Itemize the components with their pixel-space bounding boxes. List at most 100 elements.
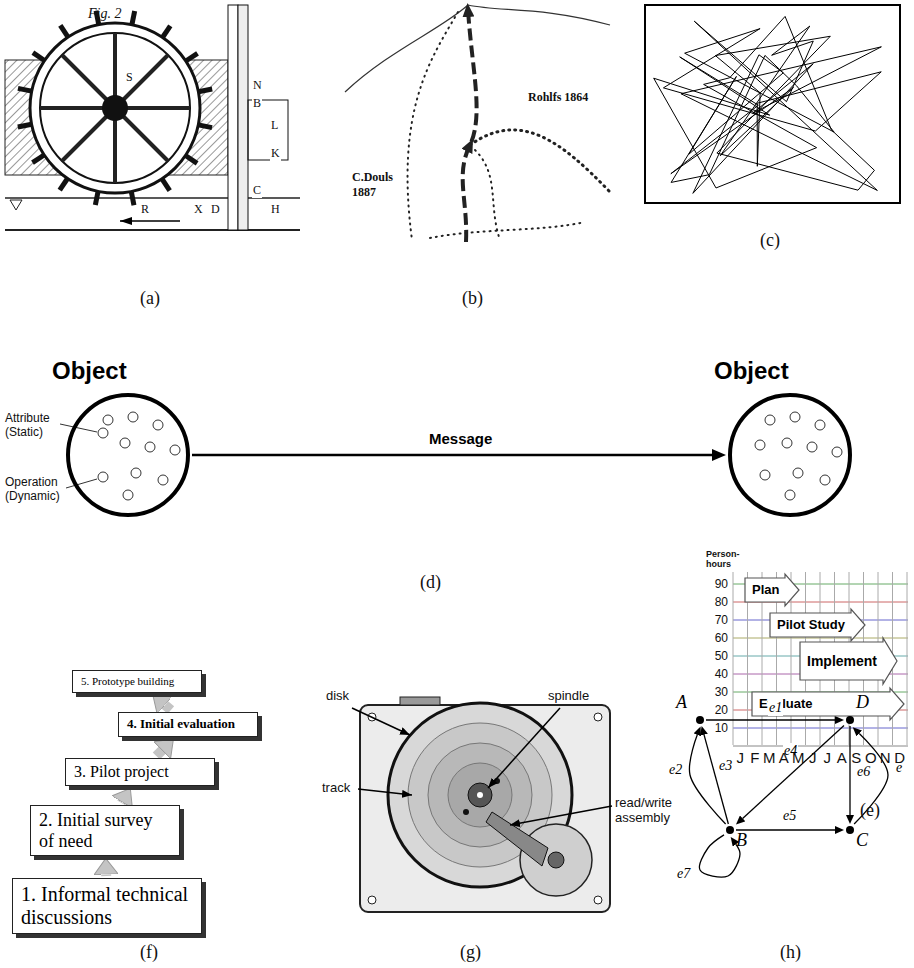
grid-line bbox=[878, 572, 879, 745]
month-label: D bbox=[893, 749, 908, 766]
part-label: track bbox=[322, 780, 350, 795]
node-text: 1. Informal technical discussions bbox=[21, 883, 193, 929]
stage-box: 2. Initial survey of need bbox=[30, 805, 180, 856]
edge-label: e4 bbox=[783, 743, 798, 759]
grid-line bbox=[820, 572, 821, 745]
axis-value: 80 bbox=[706, 595, 728, 609]
edge-line bbox=[699, 835, 740, 877]
node-text: Pilot Study bbox=[777, 613, 845, 637]
stage-arrow bbox=[165, 705, 171, 710]
grid-line bbox=[747, 572, 748, 745]
node-text: 3. Pilot project bbox=[74, 763, 206, 781]
node-text: B bbox=[736, 830, 747, 851]
axis-value: 60 bbox=[706, 631, 728, 645]
stage-box: 1. Informal technical discussions bbox=[12, 878, 202, 934]
node-text: 5. Prototype building bbox=[81, 675, 193, 688]
grid-line bbox=[834, 572, 835, 745]
leader-arrow bbox=[488, 708, 560, 788]
part-letter: B bbox=[252, 96, 262, 111]
edge-label: e2 bbox=[668, 762, 683, 778]
sluice-post bbox=[238, 5, 248, 230]
month-label: J bbox=[806, 749, 821, 766]
task-arrow-outline bbox=[745, 578, 799, 602]
edge-line bbox=[706, 719, 835, 720]
callout-label: Attribute (Static) bbox=[5, 411, 61, 439]
water-surface bbox=[5, 197, 300, 199]
platter bbox=[388, 703, 572, 887]
edge-line bbox=[743, 726, 844, 819]
graph-vertex: D bbox=[846, 716, 854, 724]
part-letter: K bbox=[270, 146, 281, 161]
edge-line bbox=[849, 726, 850, 815]
node-text: A bbox=[676, 692, 687, 713]
axis-value: 10 bbox=[706, 721, 728, 735]
task-arrow: Evaluate bbox=[752, 692, 904, 716]
node-text: Object bbox=[52, 357, 127, 385]
axis-title: Person-hours bbox=[706, 549, 746, 569]
edge-label: e7 bbox=[676, 866, 691, 882]
month-label: O bbox=[864, 749, 879, 766]
figure-caption: Fig. 2 bbox=[88, 6, 121, 22]
part-letter: X bbox=[193, 202, 204, 217]
leader-arrow bbox=[352, 708, 410, 735]
axis-value: 20 bbox=[706, 703, 728, 717]
grid-line bbox=[762, 572, 763, 745]
stage-box: 5. Prototype building bbox=[72, 670, 202, 693]
part-letter: N bbox=[252, 78, 263, 93]
wheel-spokes bbox=[40, 33, 190, 183]
panel-label: (f) bbox=[140, 942, 158, 963]
main-route bbox=[463, 10, 477, 242]
object-circle-outline bbox=[66, 393, 190, 517]
leader-line bbox=[60, 424, 97, 432]
task-arrow: Plan bbox=[745, 578, 799, 602]
panel-label: (b) bbox=[462, 288, 483, 309]
hard-disk-drawing bbox=[352, 697, 612, 912]
part-label: spindle bbox=[548, 688, 589, 703]
connector bbox=[400, 697, 440, 705]
month-label: S bbox=[849, 749, 864, 766]
channel-bed bbox=[5, 229, 300, 231]
node-text: Implement bbox=[807, 642, 877, 680]
part-label: disk bbox=[326, 688, 349, 703]
panel-label: (g) bbox=[460, 942, 481, 963]
month-label: M bbox=[791, 749, 806, 766]
part-letter: C bbox=[252, 183, 262, 198]
wheel-paddles bbox=[18, 11, 212, 205]
stage-box: 4. Initial evaluation bbox=[118, 712, 258, 737]
plot-frame bbox=[645, 5, 900, 203]
part-letter: D bbox=[210, 202, 221, 217]
edge-line bbox=[736, 829, 835, 830]
edge-line bbox=[704, 735, 728, 824]
month-label: A bbox=[777, 749, 792, 766]
route bbox=[430, 222, 585, 238]
object-members bbox=[98, 412, 842, 500]
part-letter: H bbox=[270, 202, 281, 217]
panel-label: (h) bbox=[780, 942, 801, 963]
grid-line bbox=[776, 572, 777, 745]
task-arrow-outline bbox=[752, 692, 904, 716]
coastline bbox=[345, 5, 468, 92]
object-circle-outline bbox=[728, 393, 852, 517]
part-letter: S bbox=[125, 70, 134, 85]
graph-vertex-outline bbox=[846, 826, 854, 834]
panel-label: (c) bbox=[760, 230, 780, 251]
edge-label: e bbox=[895, 760, 903, 776]
axis-value: 40 bbox=[706, 667, 728, 681]
grid-line bbox=[907, 572, 908, 745]
actuator bbox=[520, 824, 592, 896]
panel-label: (d) bbox=[420, 572, 441, 593]
random-walk-path bbox=[654, 16, 882, 193]
leader-line bbox=[66, 479, 97, 488]
object-circle: Object bbox=[66, 393, 190, 517]
callout-label: Operation (Dynamic) bbox=[5, 475, 67, 503]
coastline bbox=[468, 5, 610, 25]
month-label: J bbox=[820, 749, 835, 766]
stage-arrow bbox=[101, 874, 111, 876]
wheel-rim bbox=[30, 23, 200, 193]
edge-label: e6 bbox=[856, 764, 871, 780]
task-arrow-outline bbox=[800, 642, 897, 680]
water-wheel-engraving bbox=[5, 5, 300, 230]
node-text: Object bbox=[714, 357, 789, 385]
